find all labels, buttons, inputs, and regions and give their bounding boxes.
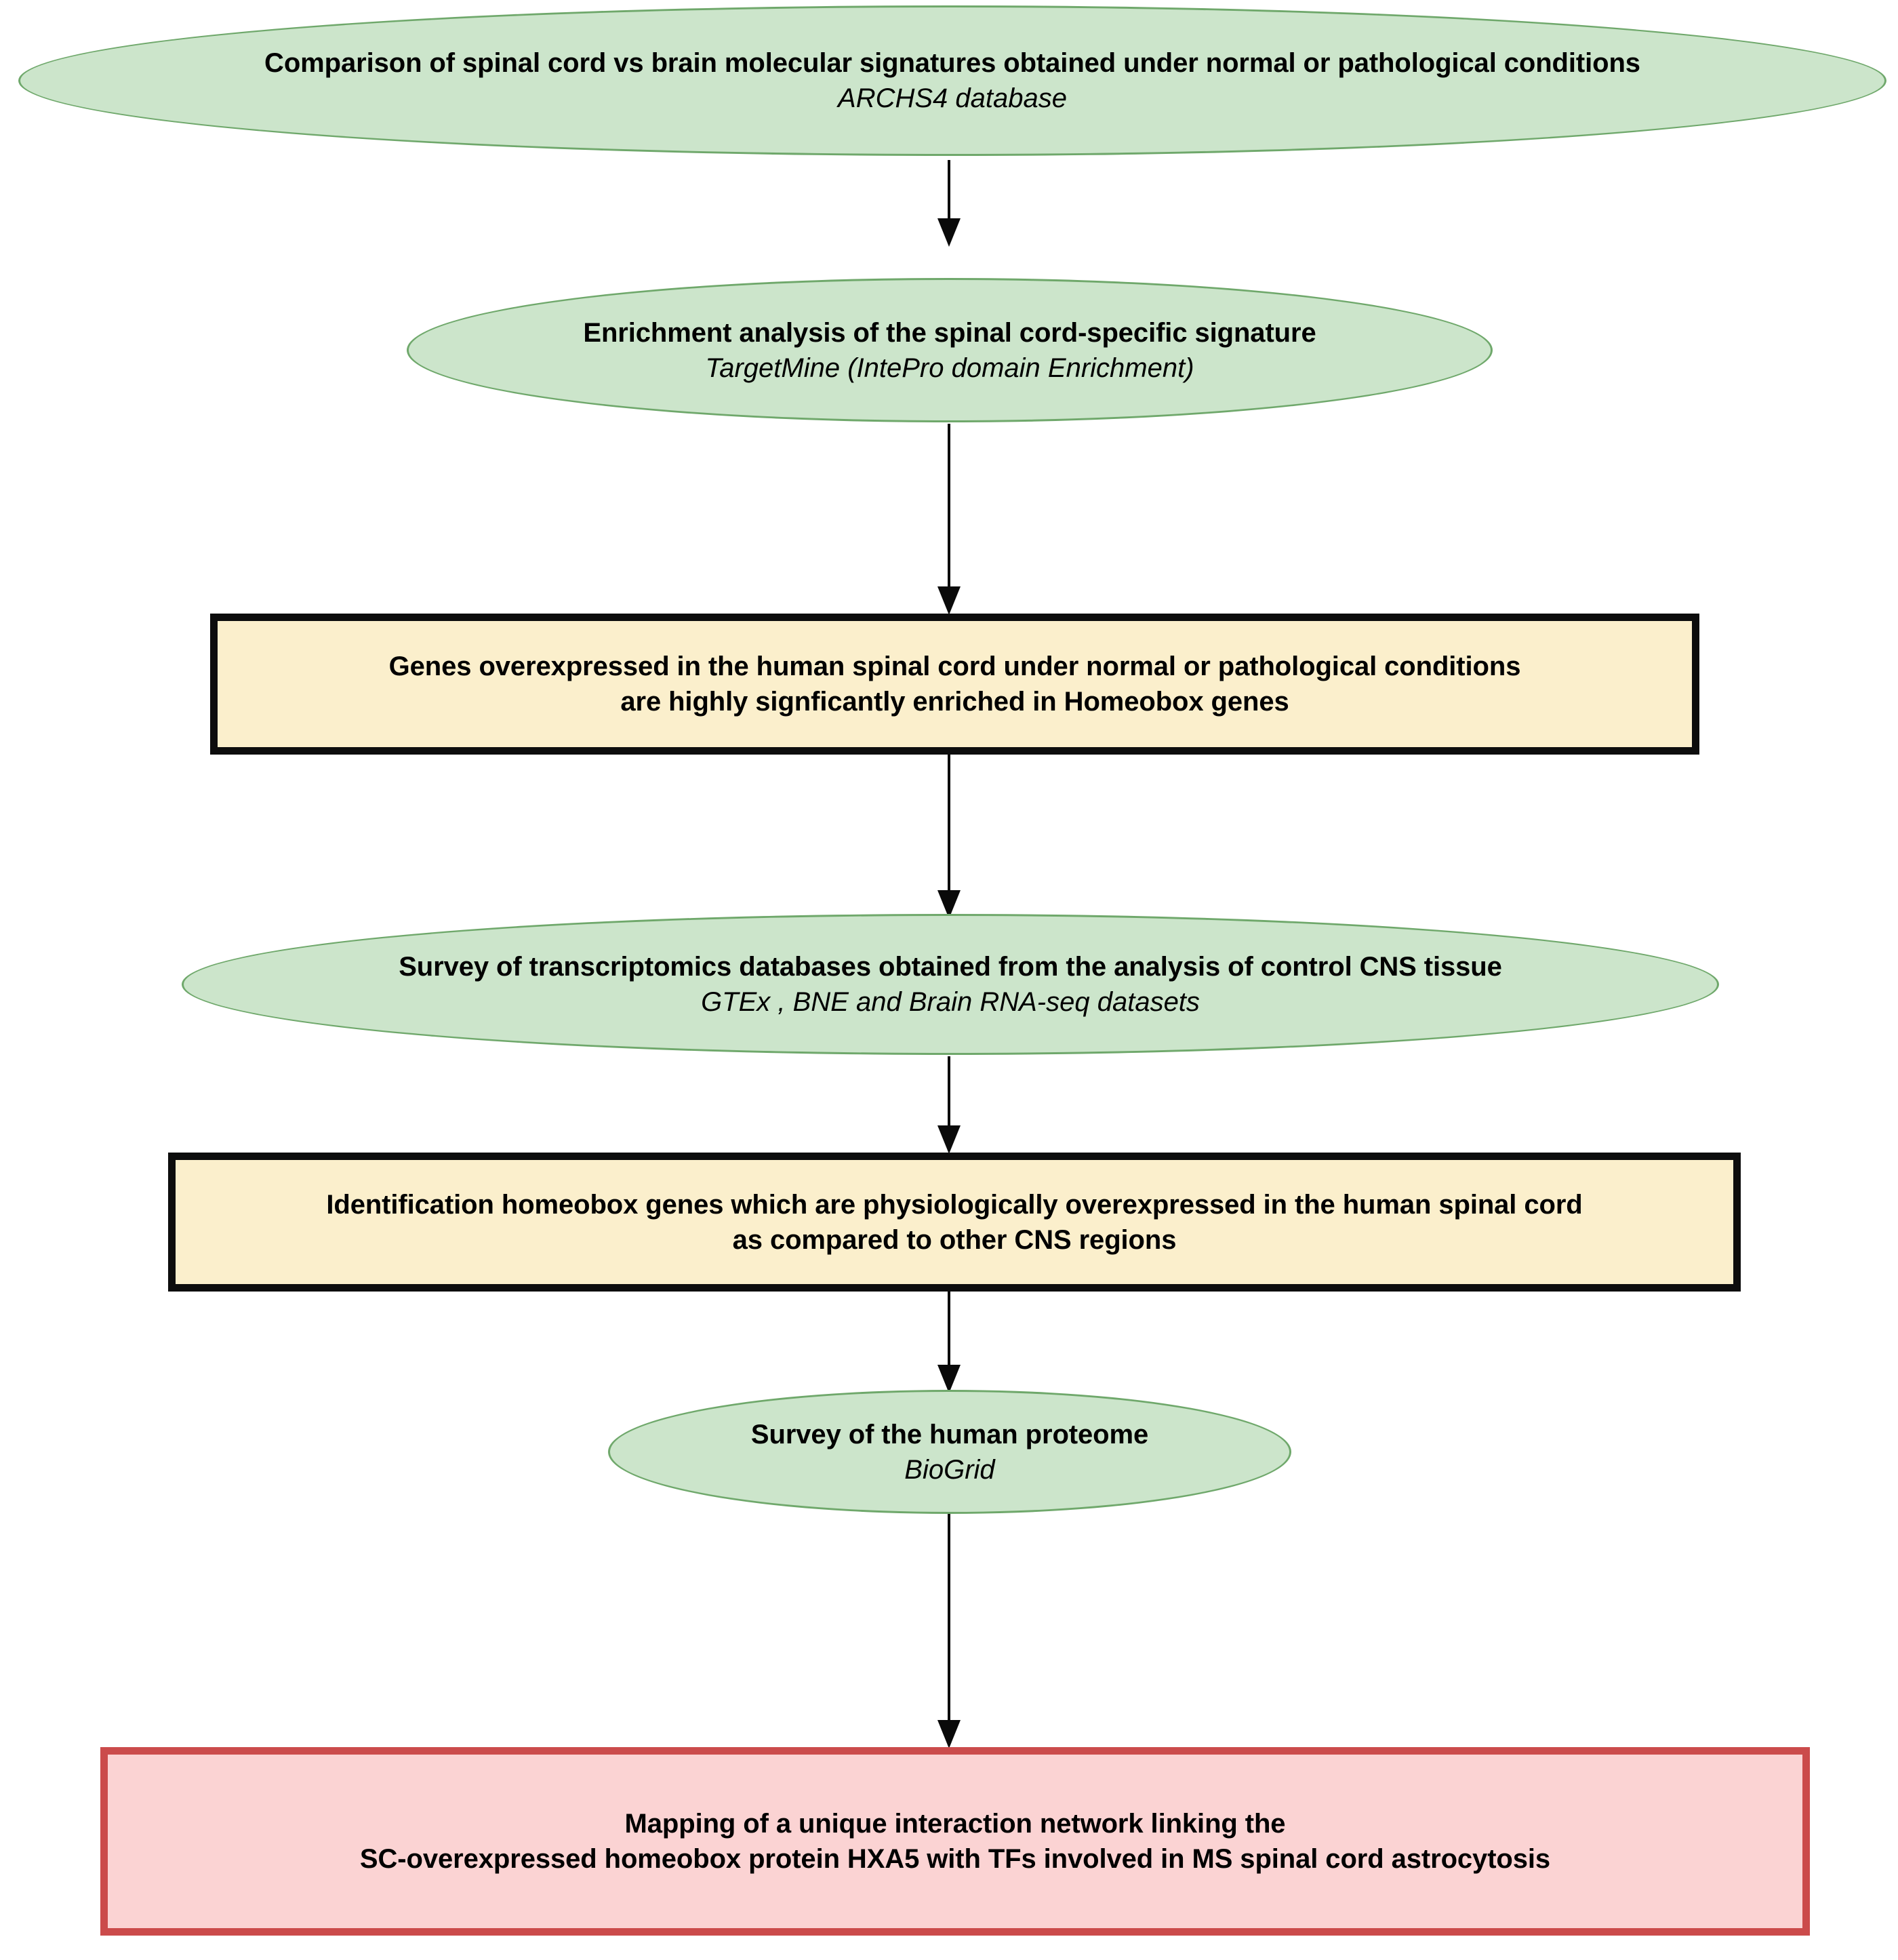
node-comparison-sub: ARCHS4 database — [838, 83, 1067, 113]
node-proteome-survey-sub: BioGrid — [904, 1454, 995, 1485]
node-enrichment-ellipse: Enrichment analysis of the spinal cord-s… — [407, 278, 1493, 422]
node-network-mapping-line2: SC-overexpressed homeobox protein HXA5 w… — [359, 1844, 1551, 1874]
node-homeobox-enrichment-text: Genes overexpressed in the human spinal … — [218, 649, 1692, 719]
node-transcriptomics-survey-ellipse: Survey of transcriptomics databases obta… — [182, 914, 1719, 1055]
arrow-head-icon — [937, 586, 961, 615]
node-proteome-survey-ellipse: Survey of the human proteome BioGrid — [608, 1390, 1291, 1514]
node-homeobox-enrichment-line1: Genes overexpressed in the human spinal … — [388, 652, 1521, 681]
node-enrichment-sub: TargetMine (IntePro domain Enrichment) — [705, 353, 1194, 383]
node-homeobox-enrichment-line2: are highly signficantly enriched in Home… — [620, 687, 1289, 717]
node-proteome-survey-text: Survey of the human proteome BioGrid — [610, 1417, 1289, 1487]
arrow-shaft — [948, 1056, 950, 1125]
node-network-mapping-text: Mapping of a unique interaction network … — [108, 1806, 1802, 1877]
arrow-shaft — [948, 755, 950, 890]
node-comparison-text: Comparison of spinal cord vs brain molec… — [20, 45, 1884, 116]
node-comparison-main: Comparison of spinal cord vs brain molec… — [264, 48, 1640, 78]
arrow-shaft — [948, 424, 950, 586]
node-identification-text: Identification homeobox genes which are … — [176, 1187, 1733, 1258]
node-network-mapping-line1: Mapping of a unique interaction network … — [624, 1809, 1286, 1839]
node-identification-line1: Identification homeobox genes which are … — [326, 1189, 1583, 1220]
node-proteome-survey-main: Survey of the human proteome — [750, 1419, 1149, 1449]
node-identification-line2: as compared to other CNS regions — [732, 1224, 1177, 1255]
node-homeobox-enrichment-box: Genes overexpressed in the human spinal … — [210, 614, 1699, 755]
arrow-head-icon — [937, 218, 961, 247]
arrow-shaft — [948, 1514, 950, 1720]
arrow-shaft — [948, 160, 950, 218]
arrow-head-icon — [937, 1720, 961, 1748]
node-network-mapping-box: Mapping of a unique interaction network … — [100, 1747, 1810, 1936]
node-comparison-ellipse: Comparison of spinal cord vs brain molec… — [18, 5, 1886, 156]
node-transcriptomics-survey-sub: GTEx , BNE and Brain RNA-seq datasets — [701, 987, 1200, 1017]
node-identification-box: Identification homeobox genes which are … — [168, 1153, 1741, 1292]
arrow-head-icon — [937, 1125, 961, 1154]
arrow-shaft — [948, 1292, 950, 1365]
node-transcriptomics-survey-text: Survey of transcriptomics databases obta… — [184, 949, 1717, 1020]
node-enrichment-main: Enrichment analysis of the spinal cord-s… — [583, 317, 1316, 348]
node-transcriptomics-survey-main: Survey of transcriptomics databases obta… — [399, 952, 1502, 982]
arrow-head-icon — [937, 1365, 961, 1393]
node-enrichment-text: Enrichment analysis of the spinal cord-s… — [409, 315, 1491, 386]
